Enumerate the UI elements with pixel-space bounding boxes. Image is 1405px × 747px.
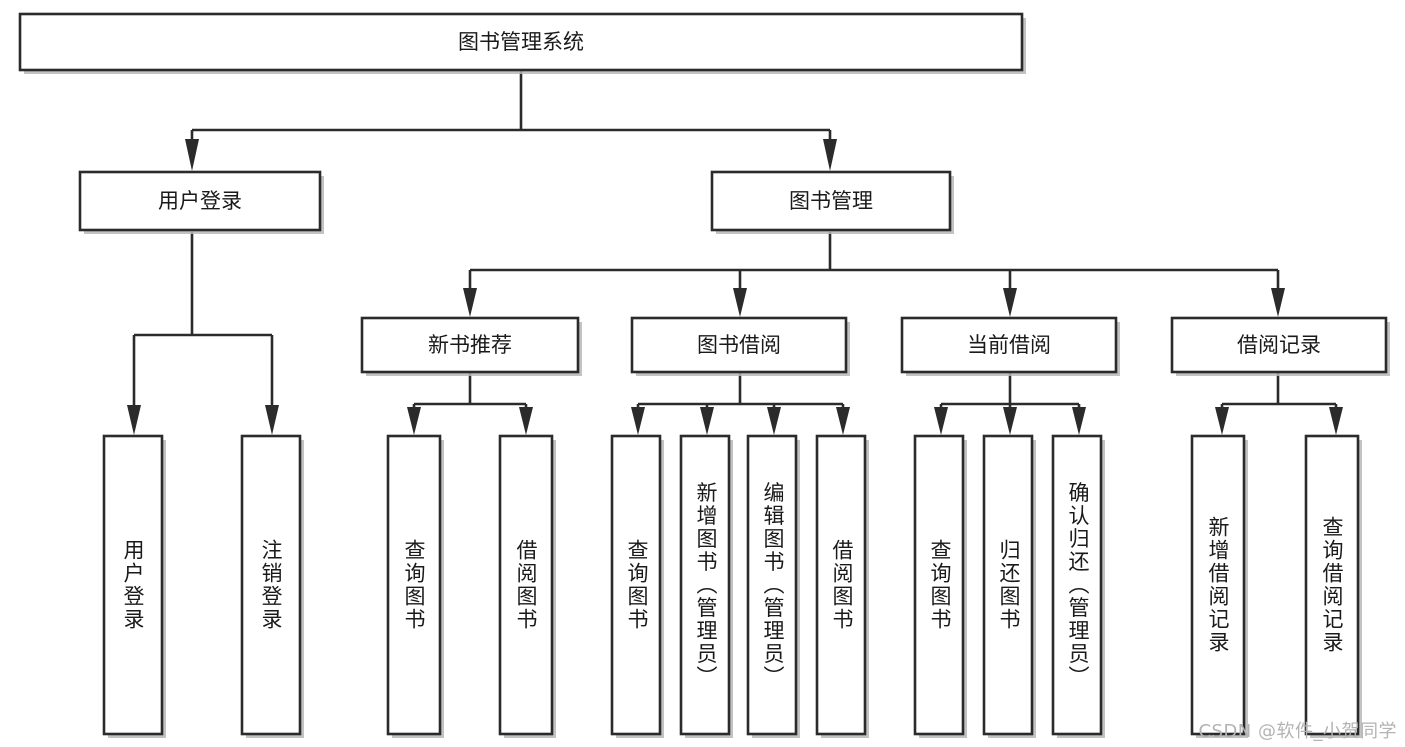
- node-borrow-record-label: 借阅记录: [1237, 333, 1321, 357]
- leaf-recommend-1-box[interactable]: [386, 434, 442, 736]
- node-book-management[interactable]: 图书管理: [710, 170, 954, 234]
- arrowhead-current-leaf-2: [1003, 407, 1017, 435]
- arrowhead-leaf-user-login: [127, 405, 141, 435]
- leaf-borrow-2-box[interactable]: [679, 434, 731, 736]
- leaf-recommend-1-label: 查询图书: [402, 539, 426, 631]
- node-new-book-recommend-label: 新书推荐: [428, 333, 512, 357]
- node-current-borrow-label: 当前借阅: [967, 333, 1051, 357]
- arrowhead-new-book-recommend: [463, 288, 477, 317]
- leaf-record-2-box[interactable]: [1304, 434, 1360, 736]
- leaf-record-1-label: 新增借阅记录: [1206, 516, 1230, 654]
- node-user-login-box[interactable]: [78, 170, 322, 232]
- leaf-current-2-label: 归还图书: [997, 539, 1021, 631]
- arrowhead-recommend-leaf-2: [519, 407, 533, 435]
- leaf-user-login-2-box[interactable]: [240, 434, 302, 736]
- leaf-user-login-1-label: 用户登录: [121, 539, 145, 631]
- leaf-borrow-4-label: 借阅图书: [830, 539, 854, 631]
- arrowhead-record-leaf-1: [1215, 407, 1229, 435]
- node-book-management-label: 图书管理: [789, 189, 873, 213]
- leaf-borrow-1-box[interactable]: [610, 434, 662, 736]
- leaf-record-2-label: 查询借阅记录: [1320, 516, 1344, 654]
- node-book-management-box[interactable]: [710, 170, 952, 232]
- leaf-user-login-1[interactable]: 用户登录: [102, 434, 166, 738]
- arrowhead-user-login: [185, 139, 199, 171]
- arrowhead-current-borrow: [1003, 288, 1017, 317]
- arrowhead-borrow-record: [1271, 288, 1285, 317]
- leaf-record-2[interactable]: 查询借阅记录: [1304, 434, 1362, 738]
- arrowhead-current-leaf-1: [934, 407, 948, 435]
- arrowhead-book-borrow: [733, 288, 747, 317]
- leaf-borrow-1-label: 查询图书: [625, 539, 649, 631]
- arrowhead-borrow-leaf-2: [700, 407, 714, 435]
- leaf-current-2-box[interactable]: [982, 434, 1034, 736]
- leaf-current-1[interactable]: 查询图书: [913, 434, 967, 738]
- node-book-borrow-label: 图书借阅: [697, 333, 781, 357]
- arrowhead-borrow-leaf-1: [631, 407, 645, 435]
- arrowhead-record-leaf-2: [1329, 407, 1343, 435]
- node-borrow-record[interactable]: 借阅记录: [1170, 316, 1390, 376]
- leaf-current-3-box[interactable]: [1051, 434, 1103, 736]
- node-root[interactable]: 图书管理系统: [18, 12, 1026, 74]
- node-book-borrow[interactable]: 图书借阅: [630, 316, 850, 376]
- leaf-recommend-2-box[interactable]: [498, 434, 554, 736]
- leaf-record-1-box[interactable]: [1190, 434, 1246, 736]
- arrowhead-book-mgmt: [823, 139, 837, 171]
- leaf-borrow-3-label: 编辑图书（管理员）: [761, 482, 785, 689]
- leaf-user-login-2[interactable]: 注销登录: [240, 434, 304, 738]
- leaf-borrow-2[interactable]: 新增图书（管理员）: [679, 434, 733, 738]
- leaf-recommend-1[interactable]: 查询图书: [386, 434, 444, 738]
- node-user-login[interactable]: 用户登录: [78, 170, 324, 234]
- arrowhead-recommend-leaf-1: [407, 407, 421, 435]
- node-root-box[interactable]: [18, 12, 1024, 72]
- leaf-recommend-2-label: 借阅图书: [514, 539, 538, 631]
- leaf-user-login-2-label: 注销登录: [259, 539, 283, 631]
- arrowhead-borrow-leaf-4: [836, 407, 850, 435]
- leaf-current-3-label: 确认归还（管理员）: [1066, 482, 1090, 689]
- node-user-login-label: 用户登录: [158, 189, 242, 213]
- leaf-record-1[interactable]: 新增借阅记录: [1190, 434, 1248, 738]
- leaf-borrow-4-box[interactable]: [815, 434, 867, 736]
- node-borrow-record-box[interactable]: [1170, 316, 1388, 374]
- node-new-book-recommend[interactable]: 新书推荐: [360, 316, 582, 376]
- node-root-label: 图书管理系统: [458, 30, 584, 54]
- node-current-borrow-box[interactable]: [900, 316, 1118, 374]
- leaf-current-1-box[interactable]: [913, 434, 965, 736]
- arrowhead-current-leaf-3: [1072, 407, 1086, 435]
- leaf-user-login-1-box[interactable]: [102, 434, 164, 736]
- node-book-borrow-box[interactable]: [630, 316, 848, 374]
- leaf-recommend-2[interactable]: 借阅图书: [498, 434, 556, 738]
- leaf-current-2[interactable]: 归还图书: [982, 434, 1036, 738]
- arrowhead-leaf-logout: [265, 405, 279, 435]
- node-new-book-recommend-box[interactable]: [360, 316, 580, 374]
- leaf-borrow-2-label: 新增图书（管理员）: [694, 482, 718, 689]
- leaf-current-1-label: 查询图书: [928, 539, 952, 631]
- leaf-borrow-3[interactable]: 编辑图书（管理员）: [746, 434, 800, 738]
- arrowhead-borrow-leaf-3: [767, 407, 781, 435]
- connectors-layer: [127, 71, 1343, 435]
- node-current-borrow[interactable]: 当前借阅: [900, 316, 1120, 376]
- leaf-borrow-4[interactable]: 借阅图书: [815, 434, 869, 738]
- leaf-borrow-1[interactable]: 查询图书: [610, 434, 664, 738]
- leaf-borrow-3-box[interactable]: [746, 434, 798, 736]
- leaf-current-3[interactable]: 确认归还（管理员）: [1051, 434, 1105, 738]
